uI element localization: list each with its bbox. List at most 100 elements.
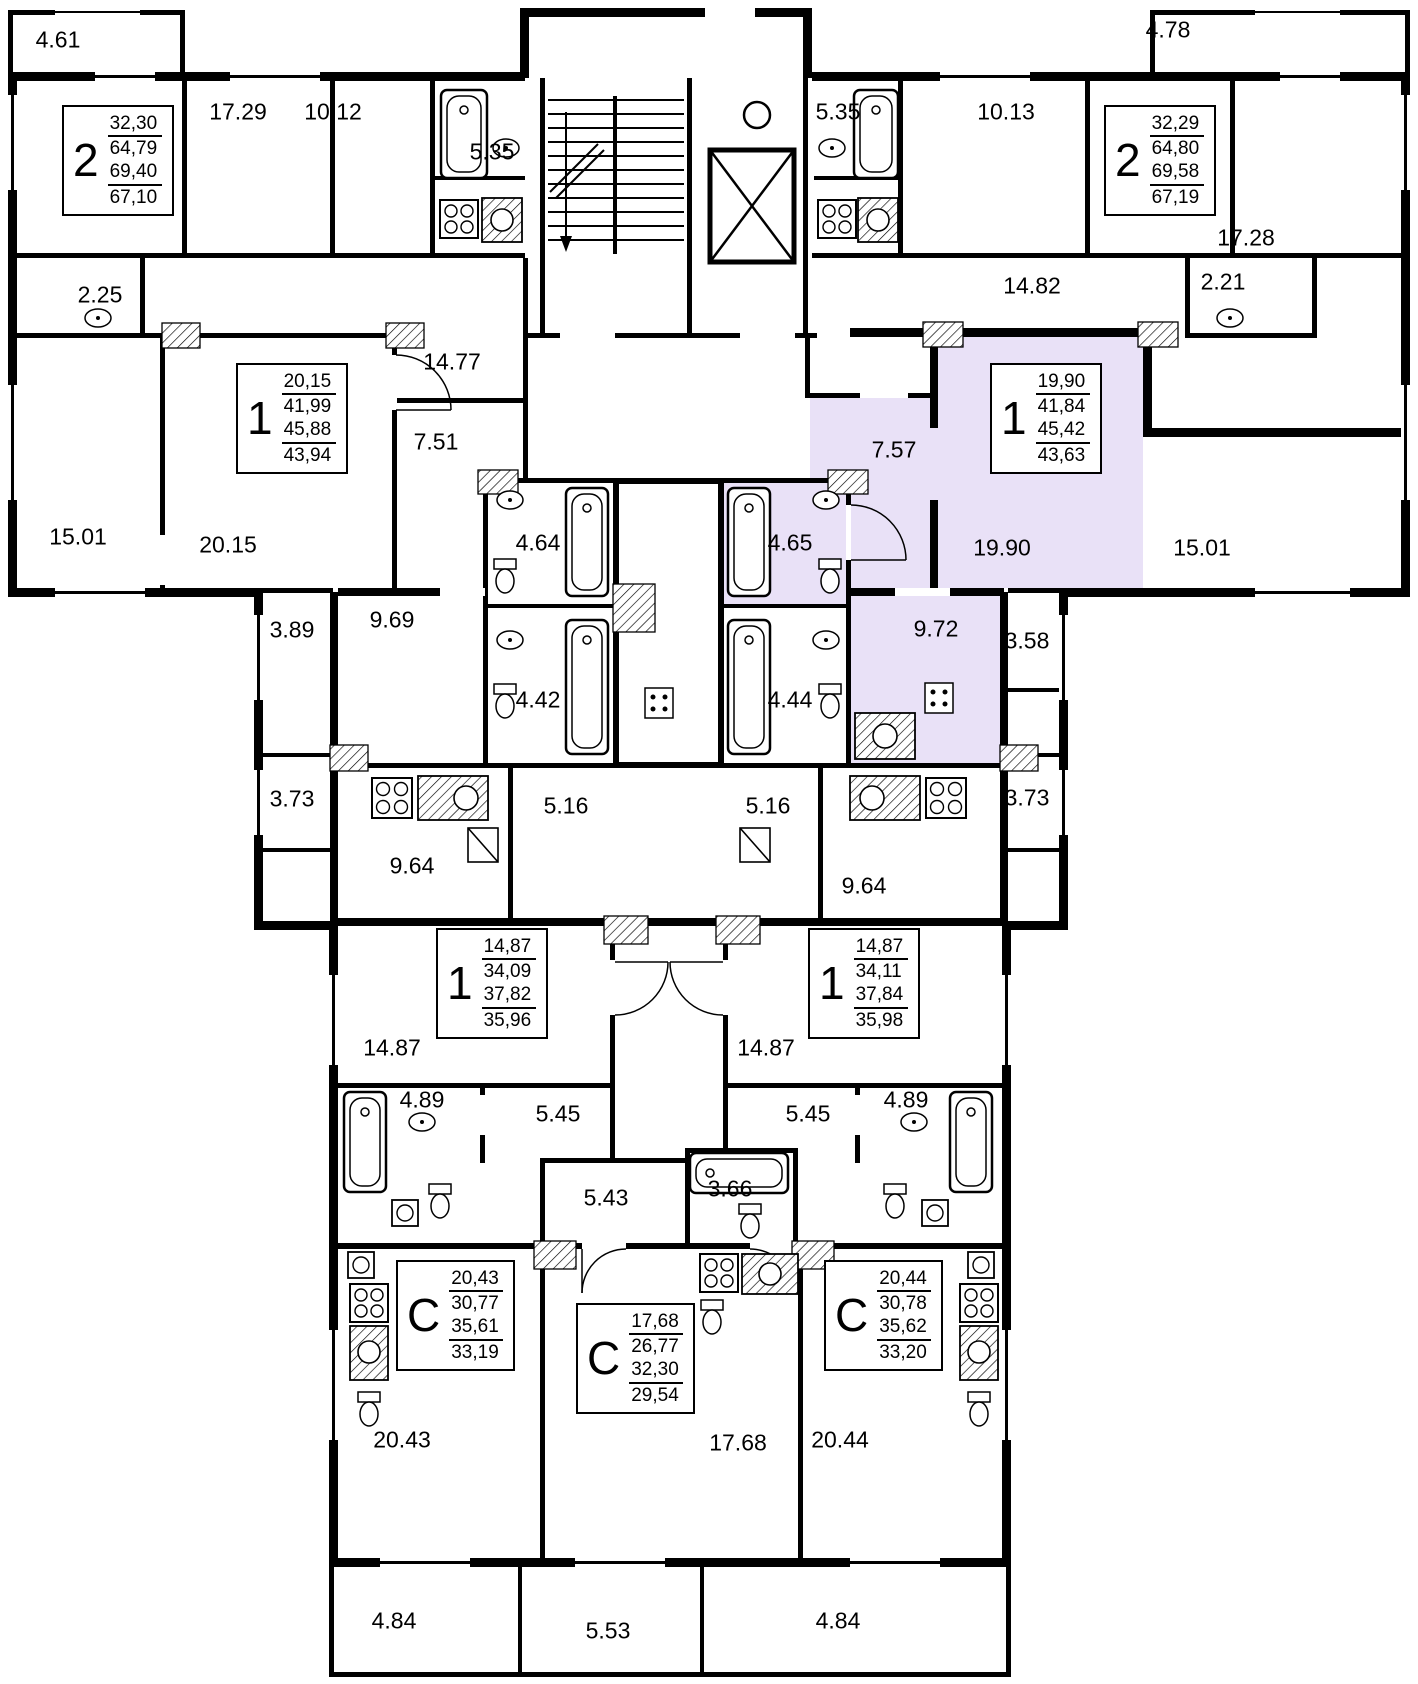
apartment-type: 1 <box>819 957 845 1010</box>
apartment-areas: 32,30 64,79 69,40 67,10 <box>107 112 162 209</box>
apartment-area-value: 34,09 <box>483 961 532 983</box>
room-area-label: 4.61 <box>35 26 81 53</box>
apartment-type: 1 <box>1001 392 1027 445</box>
room-area-label: 15.01 <box>49 523 107 550</box>
bathtub-icon <box>439 88 489 180</box>
apartment-type: 1 <box>447 957 473 1010</box>
apartment-info-box[interactable]: С 20,43 30,77 35,61 33,19 <box>396 1260 516 1371</box>
room-area-label: 4.44 <box>767 686 813 713</box>
room-area-label: 4.78 <box>1145 16 1191 43</box>
stove-icon <box>817 199 857 239</box>
room-area-label: 5.43 <box>583 1184 629 1211</box>
room-area-label: 7.51 <box>413 428 459 455</box>
apartment-type: С <box>407 1289 441 1342</box>
room-area-label: 5.45 <box>785 1100 831 1127</box>
room-area-label: 5.53 <box>585 1617 631 1644</box>
room-area-label: 3.73 <box>269 785 315 812</box>
apartment-area-value: 30,78 <box>879 1293 927 1315</box>
kitchen-sink-icon <box>349 1325 389 1381</box>
room-area-label: 20.44 <box>811 1426 869 1453</box>
apartment-info-box[interactable]: 2 32,29 64,80 69,58 67,19 <box>1104 105 1216 216</box>
bathtub-icon <box>564 618 610 756</box>
room-area-label: 14.87 <box>737 1034 795 1061</box>
bathtub-icon <box>852 88 900 180</box>
apartment-info-box[interactable]: 2 32,30 64,79 69,40 67,10 <box>62 105 174 216</box>
room-area-label: 5.16 <box>745 792 791 819</box>
apartment-area-value: 45,88 <box>281 418 336 444</box>
stove-icon <box>959 1283 999 1323</box>
apartment-info-box[interactable]: 1 14,87 34,11 37,84 35,98 <box>808 928 920 1039</box>
room-area-label: 20.15 <box>199 531 257 558</box>
room-area-label: 14.77 <box>423 348 481 375</box>
room-area-label: 2.21 <box>1200 268 1246 295</box>
room-area-label: 9.64 <box>389 852 435 879</box>
room-area-label: 7.57 <box>871 436 917 463</box>
room-area-label: 17.68 <box>709 1429 767 1456</box>
room-area-label: 19.90 <box>973 534 1031 561</box>
apartment-type: 1 <box>247 392 273 445</box>
apartment-area-value: 19,90 <box>1035 370 1090 396</box>
room-area-label: 3.58 <box>1004 627 1050 654</box>
apartment-area-value: 14,87 <box>481 935 536 961</box>
apartment-info-box-selected[interactable]: 1 19,90 41,84 45,42 43,63 <box>990 363 1102 474</box>
kitchen-sink-icon <box>959 1325 999 1381</box>
apartment-area-value: 32,29 <box>1149 112 1204 138</box>
apartment-area-value: 69,40 <box>107 160 162 186</box>
bathtub-icon <box>726 486 772 598</box>
stove-icon <box>925 777 967 819</box>
kitchen-sink-icon <box>481 197 523 243</box>
apartment-area-value: 67,10 <box>109 186 158 208</box>
apartment-area-value: 33,20 <box>879 1341 927 1363</box>
room-area-label: 9.69 <box>369 606 415 633</box>
room-area-label: 3.89 <box>269 616 315 643</box>
kitchen-sink-icon <box>849 775 921 821</box>
door-openings <box>160 8 950 1249</box>
apartment-area-value: 69,58 <box>1149 160 1204 186</box>
apartment-area-value: 29,54 <box>631 1384 679 1406</box>
room-area-label: 3.66 <box>707 1175 753 1202</box>
apartment-area-value: 37,82 <box>481 983 536 1009</box>
apartment-area-value: 34,11 <box>855 961 902 983</box>
apartment-info-box[interactable]: С 17,68 26,77 32,30 29,54 <box>576 1303 696 1414</box>
room-area-label: 2.25 <box>77 281 123 308</box>
kitchen-sink-icon <box>417 775 489 821</box>
apartment-info-box[interactable]: 1 14,87 34,09 37,82 35,96 <box>436 928 548 1039</box>
bathtub-icon <box>726 618 772 756</box>
apartment-type: С <box>587 1332 621 1385</box>
bathtub-icon <box>564 486 610 598</box>
bathtub-icon <box>948 1090 994 1194</box>
apartment-area-value: 17,68 <box>629 1310 684 1336</box>
apartment-areas: 20,15 41,99 45,88 43,94 <box>281 370 336 467</box>
room-area-label: 5.35 <box>815 98 861 125</box>
room-area-label: 14.82 <box>1003 272 1061 299</box>
stove-icon <box>439 199 479 239</box>
apartment-area-value: 45,42 <box>1035 418 1090 444</box>
apartment-area-value: 67,19 <box>1151 186 1200 208</box>
kitchen-sink-icon <box>741 1253 799 1295</box>
windows <box>8 10 1410 1567</box>
apartment-area-value: 32,30 <box>107 112 162 138</box>
stove-icon <box>699 1253 739 1293</box>
apartment-info-box[interactable]: 1 20,15 41,99 45,88 43,94 <box>236 363 348 474</box>
room-area-label: 4.42 <box>515 686 561 713</box>
room-area-label: 4.84 <box>815 1607 861 1634</box>
room-area-label: 9.64 <box>841 872 887 899</box>
apartment-area-value: 30,77 <box>451 1293 499 1315</box>
room-area-label: 10.12 <box>304 98 362 125</box>
apartment-type: С <box>835 1289 869 1342</box>
room-area-label: 10.13 <box>977 98 1035 125</box>
apartment-area-value: 43,63 <box>1037 444 1086 466</box>
apartment-area-value: 35,98 <box>855 1009 904 1031</box>
apartment-info-box[interactable]: С 20,44 30,78 35,62 33,20 <box>824 1260 944 1371</box>
stairs-icon <box>548 96 684 254</box>
elevator-icon <box>707 100 797 265</box>
room-area-label: 4.89 <box>883 1086 929 1113</box>
apartment-area-value: 32,30 <box>629 1358 684 1384</box>
apartment-area-value: 35,61 <box>449 1315 504 1341</box>
toilet-icon <box>357 558 991 1427</box>
apartment-area-value: 26,77 <box>631 1336 679 1358</box>
sink-icon <box>84 138 1244 1132</box>
washing-machine-icon <box>347 1251 375 1279</box>
